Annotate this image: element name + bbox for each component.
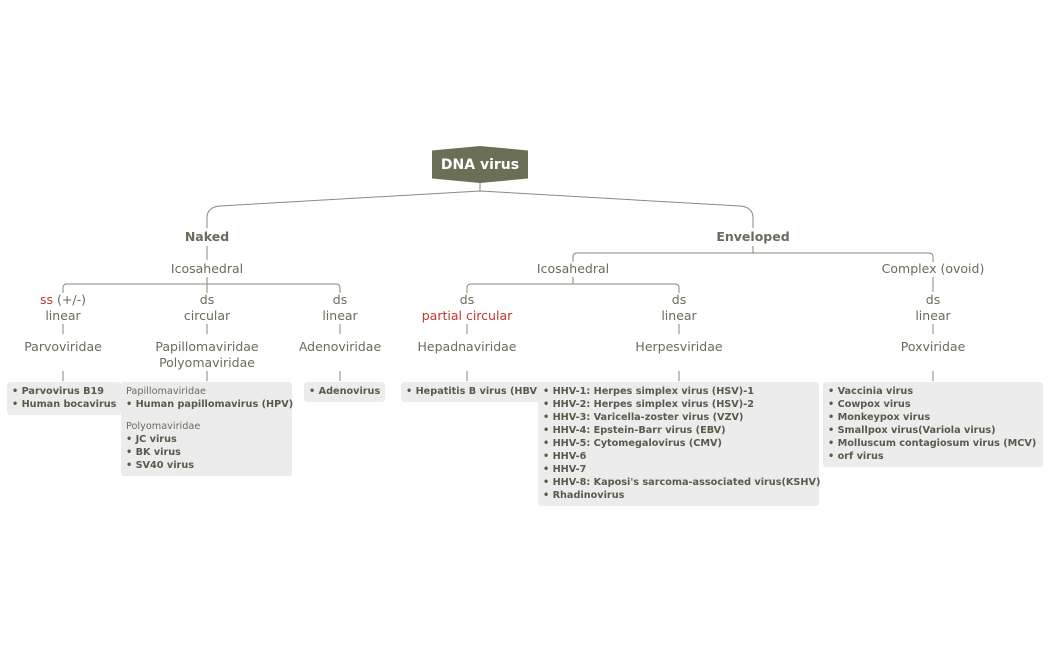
list-item: SV40 virus (126, 459, 287, 472)
list-item: HHV-8: Kaposi's sarcoma-associated virus… (543, 476, 821, 489)
group-title: Papillomaviridae (126, 386, 207, 397)
root-node[interactable]: DNA virus (432, 146, 528, 183)
herpes-virus-list: HHV-1: Herpes simplex virus (HSV)-1 HHV-… (538, 382, 821, 506)
list-item: BK virus (126, 446, 287, 459)
list-item: HHV-3: Varicella-zoster virus (VZV) (543, 411, 814, 424)
parvo-strand-ss: ss (40, 292, 54, 307)
list-item: Rhadinovirus (543, 489, 814, 502)
list-item: HHV-7 (543, 463, 814, 476)
list-item: orf virus (828, 450, 1038, 463)
papillomaviridae-node[interactable]: Papillomaviridae (155, 339, 259, 354)
parvo-shape: linear (45, 308, 81, 323)
parvo-virus-list: Parvovirus B19 Human bocavirus (7, 382, 122, 415)
list-item: HHV-1: Herpes simplex virus (HSV)-1 (543, 385, 814, 398)
hepadnaviridae-node[interactable]: Hepadnaviridae (417, 339, 517, 354)
parvoviridae-node[interactable]: Parvoviridae (24, 339, 102, 354)
hepadna-shape: partial circular (421, 308, 513, 323)
list-item: Cowpox virus (828, 398, 1038, 411)
naked-icosahedral-node[interactable]: Icosahedral (170, 261, 244, 276)
enveloped-icosahedral-node[interactable]: Icosahedral (536, 261, 610, 276)
enveloped-complex-node[interactable]: Complex (ovoid) (881, 261, 985, 276)
group-title: Polyomaviridae (126, 421, 201, 432)
papova-strand: ds (199, 292, 215, 307)
adeno-shape: linear (322, 308, 358, 323)
adenoviridae-node[interactable]: Adenoviridae (298, 339, 382, 354)
poxviridae-node[interactable]: Poxviridae (900, 339, 966, 354)
list-item: Human bocavirus (12, 398, 117, 411)
naked-node[interactable]: Naked (184, 229, 230, 244)
list-item: Parvovirus B19 (12, 385, 116, 398)
list-item: HHV-6 (543, 450, 814, 463)
hepadna-strand: ds (459, 292, 475, 307)
list-item: Adenovirus (309, 385, 381, 398)
list-item: Monkeypox virus (828, 411, 1038, 424)
pox-virus-list: Vaccinia virus Cowpox virus Monkeypox vi… (823, 382, 1043, 467)
list-item: HHV-4: Epstein-Barr virus (EBV) (543, 424, 814, 437)
papova-shape: circular (183, 308, 231, 323)
herpesviridae-node[interactable]: Herpesviridae (635, 339, 723, 354)
adeno-strand: ds (332, 292, 348, 307)
list-item: HHV-5: Cytomegalovirus (CMV) (543, 437, 814, 450)
list-item: Human papillomavirus (HPV) (126, 398, 294, 411)
herpes-strand: ds (671, 292, 687, 307)
herpes-shape: linear (661, 308, 697, 323)
enveloped-node[interactable]: Enveloped (716, 229, 790, 244)
pox-strand: ds (925, 292, 941, 307)
hepadna-virus-list: Hepatitis B virus (HBV) (401, 382, 547, 402)
papova-virus-list: Papillomaviridae Human papillomavirus (H… (121, 382, 294, 476)
parvo-strand: ss (+/-) (40, 292, 86, 308)
list-item: JC virus (126, 433, 287, 446)
list-item: Vaccinia virus (828, 385, 1038, 398)
list-item: HHV-2: Herpes simplex virus (HSV)-2 (543, 398, 814, 411)
parvo-strand-sense: (+/-) (53, 292, 86, 307)
adeno-virus-list: Adenovirus (304, 382, 386, 402)
polyomaviridae-node[interactable]: Polyomaviridae (159, 355, 255, 370)
pox-shape: linear (915, 308, 951, 323)
list-item: Hepatitis B virus (HBV) (406, 385, 542, 398)
list-item: Smallpox virus(Variola virus) (828, 424, 1038, 437)
list-item: Molluscum contagiosum virus (MCV) (828, 437, 1038, 450)
